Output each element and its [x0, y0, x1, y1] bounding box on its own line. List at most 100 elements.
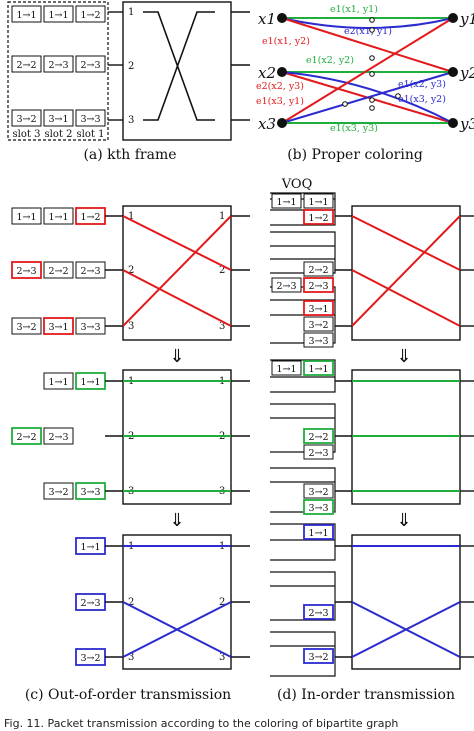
- frame-row-1: 1→1 1→1 1→2: [11, 5, 106, 23]
- voq-packet: 3→3: [308, 336, 328, 347]
- vertex-label: x2: [258, 64, 276, 82]
- port-label: 3: [128, 115, 134, 126]
- port-label: 3: [128, 652, 134, 663]
- voq-packet-selected: 3→3: [308, 503, 328, 514]
- slot-label: slot 3: [13, 129, 41, 140]
- port-label: 2: [219, 265, 225, 276]
- caption-a: (a) kth frame: [83, 147, 176, 163]
- port-label: 2: [219, 597, 225, 608]
- port-label: 3: [219, 652, 225, 663]
- switch-box: [122, 205, 232, 341]
- port-label: 2: [128, 265, 134, 276]
- switch-box: [351, 205, 461, 341]
- voq-packet: 3→2: [308, 320, 328, 331]
- edge-label: e1(x3, y1): [256, 96, 304, 107]
- queue-packet: 3→2: [16, 322, 36, 333]
- queue-packet: 2→3: [80, 266, 100, 277]
- frame-packet: 1→1: [16, 10, 36, 21]
- queue-packet: 2→3: [48, 432, 68, 443]
- voq-packet: 2→2: [308, 265, 328, 276]
- vertex-label: x1: [258, 10, 276, 28]
- vertex-label: x3: [258, 115, 276, 133]
- down-arrow-icon: ⇓: [169, 510, 184, 531]
- queue-packet-selected: 3→2: [80, 653, 100, 664]
- caption-d: (d) In-order transmission: [277, 687, 455, 703]
- frame-row-2: 2→2 2→3 2→3: [11, 55, 106, 73]
- voq-packet: 1→1: [276, 197, 296, 208]
- queue-packet-selected: 3→3: [80, 487, 100, 498]
- edge-label: e1(x1, y1): [330, 4, 378, 15]
- queue-packet: 1→1: [16, 212, 36, 223]
- frame-row-3: 3→2 3→1 3→3: [11, 109, 106, 127]
- down-arrow-icon: ⇓: [396, 510, 411, 531]
- voq-label: VOQ: [281, 177, 312, 192]
- vertex-label: y2: [459, 64, 474, 82]
- queue-packet: 2→2: [48, 266, 68, 277]
- voq-packet-selected: 3→2: [308, 652, 328, 663]
- edge-label: e1(x3, y2): [398, 94, 446, 105]
- frame-packet: 3→3: [80, 114, 100, 125]
- frame-packet: 3→1: [48, 114, 68, 125]
- frame-packet: 1→2: [80, 10, 100, 21]
- port-label: 2: [128, 61, 134, 72]
- down-arrow-icon: ⇓: [169, 346, 184, 367]
- queue-packet-selected: 2→3: [80, 598, 100, 609]
- voq-packet-selected: 1→1: [308, 528, 328, 539]
- edge-label: e1(x2, y3): [398, 79, 446, 90]
- vertex-label: y3: [459, 115, 474, 133]
- port-label: 1: [128, 211, 134, 222]
- edge-label: e2(x1, y1): [344, 26, 392, 37]
- frame-packet: 3→2: [16, 114, 36, 125]
- frame-packet: 2→2: [16, 60, 36, 71]
- down-arrow-icon: ⇓: [396, 346, 411, 367]
- figure-caption: Fig. 11. Packet transmission according t…: [4, 717, 398, 730]
- queue-packet-selected: 1→1: [80, 542, 100, 553]
- voq-packet-selected: 2→2: [308, 432, 328, 443]
- port-label: 3: [219, 321, 225, 332]
- voq-packet-selected: 1→2: [308, 213, 328, 224]
- frame-packet: 1→1: [48, 10, 68, 21]
- edge-label: e2(x2, y3): [256, 81, 304, 92]
- voq-packet-selected: 2→3: [308, 281, 328, 292]
- vertex-label: y1: [459, 10, 474, 28]
- voq-packet-selected: 1→1: [308, 364, 328, 375]
- voq-packet: 2→3: [308, 448, 328, 459]
- queue-packet: 3→2: [48, 487, 68, 498]
- voq-packet: 3→2: [308, 487, 328, 498]
- frame-dashed-box: [7, 1, 109, 141]
- queue-packet: 1→1: [48, 377, 68, 388]
- queue-packet-selected: 2→3: [16, 266, 36, 277]
- queue-packet-selected: 1→1: [80, 377, 100, 388]
- queue-packet-selected: 1→2: [80, 212, 100, 223]
- queue-packet: 3→3: [80, 322, 100, 333]
- voq-step-2: [270, 359, 336, 513]
- port-label: 1: [219, 211, 225, 222]
- voq-step-3: [270, 523, 336, 677]
- panel-b-bipartite-graph: x1 x2 x3 y1 y2 y3 e1(x1, y1) e2(x1, y1) …: [256, 4, 474, 163]
- slot-label: slot 2: [45, 129, 73, 140]
- edge-label: e1(x2, y2): [306, 55, 354, 66]
- port-label: 2: [128, 597, 134, 608]
- panel-d-in-order: VOQ 1→1 1→1 1→2 2→2 2→3 2→3 3→1 3→2 3→3: [270, 177, 474, 703]
- queue-packet: 1→1: [48, 212, 68, 223]
- frame-packet: 2→3: [80, 60, 100, 71]
- voq-packet: 1→1: [276, 364, 296, 375]
- caption-b: (b) Proper coloring: [287, 147, 423, 163]
- edge-label: e1(x3, y3): [330, 123, 378, 134]
- frame-packet: 2→3: [48, 60, 68, 71]
- edge-label: e1(x1, y2): [262, 36, 310, 47]
- voq-packet-selected: 2→3: [308, 608, 328, 619]
- caption-c: (c) Out-of-order transmission: [25, 687, 231, 703]
- voq-packet: 2→3: [276, 281, 296, 292]
- slot-label: slot 1: [77, 129, 105, 140]
- queue-packet-selected: 2→2: [16, 432, 36, 443]
- port-label: 3: [128, 321, 134, 332]
- port-label: 1: [128, 7, 134, 18]
- voq-packet-selected: 3→1: [308, 304, 328, 315]
- queue-packet-selected: 3→1: [48, 322, 68, 333]
- switch-box: [122, 1, 232, 141]
- voq-packet: 1→1: [308, 197, 328, 208]
- panel-a-kth-frame: 1→1 1→1 1→2 2→2 2→3 2→3 3→2 3→1 3→3 slot…: [7, 1, 250, 163]
- panel-c-out-of-order: 1→1 1→1 1→2 2→3 2→2 2→3 3→2 3→1 3→3 1 2 …: [11, 205, 250, 703]
